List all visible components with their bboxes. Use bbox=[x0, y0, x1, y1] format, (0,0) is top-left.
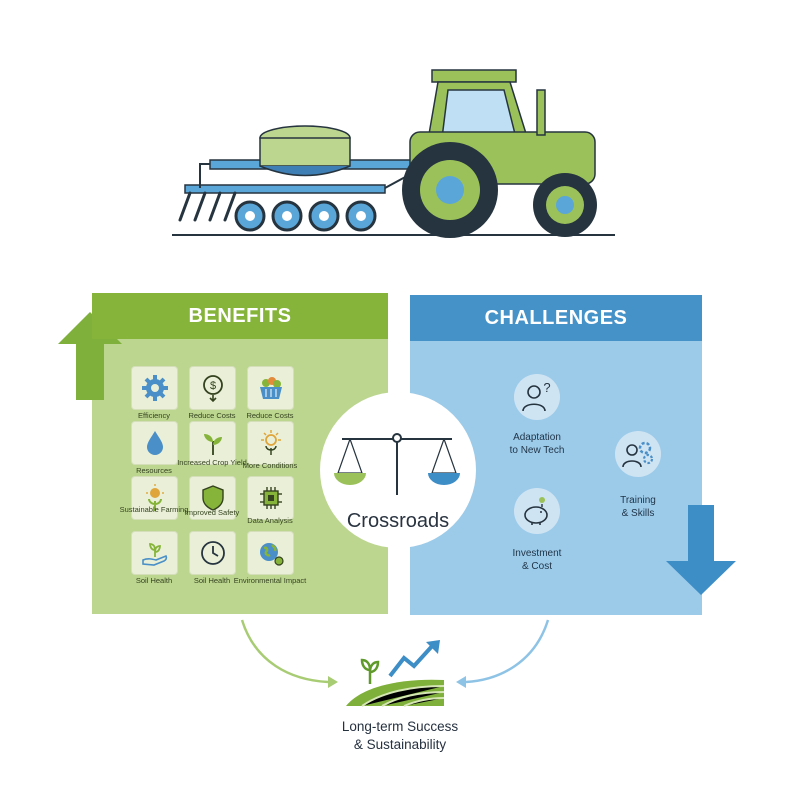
benefit-tile-resources bbox=[131, 421, 178, 465]
benefit-label: Soil Health bbox=[135, 576, 173, 585]
benefit-label: Resources bbox=[136, 466, 172, 475]
gear-icon bbox=[141, 375, 168, 401]
challenge-training-icon-wrap bbox=[615, 431, 661, 477]
benefit-tile-environment bbox=[247, 531, 294, 575]
benefit-label: Increased Crop Yield bbox=[177, 458, 247, 467]
challenge-training-label: Training & Skills bbox=[620, 495, 656, 519]
benefit-label: Efficiency bbox=[138, 411, 170, 420]
benefit-tile-conditions bbox=[247, 421, 294, 465]
person-question-icon: ? bbox=[522, 380, 551, 412]
benefit-label: Soil Health bbox=[193, 576, 231, 585]
sun-sprout-icon bbox=[145, 484, 164, 511]
field-growth-icon bbox=[346, 640, 445, 707]
benefit-tile-soil-health bbox=[131, 531, 178, 575]
converging-arrows bbox=[240, 619, 550, 688]
benefit-tile-efficiency bbox=[131, 366, 178, 410]
outcome-label: Long-term Success & Sustainability bbox=[341, 719, 459, 752]
benefit-label: More Conditions bbox=[242, 461, 298, 470]
benefit-label: Improved Safety bbox=[184, 508, 240, 517]
down-arrow-icon bbox=[666, 505, 736, 595]
hand-plant-icon bbox=[141, 543, 167, 566]
svg-text:?: ? bbox=[543, 380, 550, 395]
challenge-investment-icon-wrap bbox=[514, 488, 560, 534]
benefits-header: BENEFITS bbox=[92, 293, 388, 339]
person-gears-icon bbox=[622, 441, 654, 468]
dollar-coin-icon: $ bbox=[202, 375, 223, 403]
benefit-tile-soil-health-2 bbox=[189, 531, 236, 575]
svg-text:$: $ bbox=[209, 380, 215, 392]
sprout-icon bbox=[203, 434, 222, 455]
benefit-label: Reduce Costs bbox=[188, 411, 236, 420]
balance-scale-icon bbox=[334, 433, 460, 495]
center-label: Crossroads bbox=[346, 510, 450, 532]
globe-gear-icon bbox=[259, 543, 284, 566]
benefit-label: Data Analysis bbox=[247, 516, 293, 525]
challenge-investment-label: Investment & Cost bbox=[512, 548, 562, 572]
challenge-adaptation-label: Adaptation to New Tech bbox=[509, 432, 565, 456]
benefit-label: Reduce Costs bbox=[246, 411, 294, 420]
benefit-tile-basket bbox=[247, 366, 294, 410]
benefit-tile-data bbox=[247, 476, 294, 520]
challenge-adaptation-icon-wrap: ? bbox=[514, 374, 560, 420]
sun-plant-icon bbox=[260, 430, 281, 455]
chip-icon bbox=[259, 487, 282, 509]
clock-icon bbox=[200, 541, 225, 565]
shield-icon bbox=[201, 485, 224, 511]
tractor-with-seeder-illustration bbox=[172, 69, 615, 238]
benefit-tile-sustainable bbox=[131, 476, 178, 520]
water-drop-icon bbox=[146, 431, 163, 455]
produce-basket-icon bbox=[259, 377, 282, 399]
benefit-label: Sustainable Farming bbox=[119, 505, 189, 514]
challenges-header: CHALLENGES bbox=[410, 295, 702, 341]
benefit-label: Environmental Impact bbox=[233, 576, 307, 585]
benefit-tile-safety bbox=[189, 476, 236, 520]
piggy-bank-icon bbox=[524, 497, 548, 525]
benefit-tile-reduce-costs: $ bbox=[189, 366, 236, 410]
benefit-tile-crop-yield bbox=[189, 421, 236, 465]
